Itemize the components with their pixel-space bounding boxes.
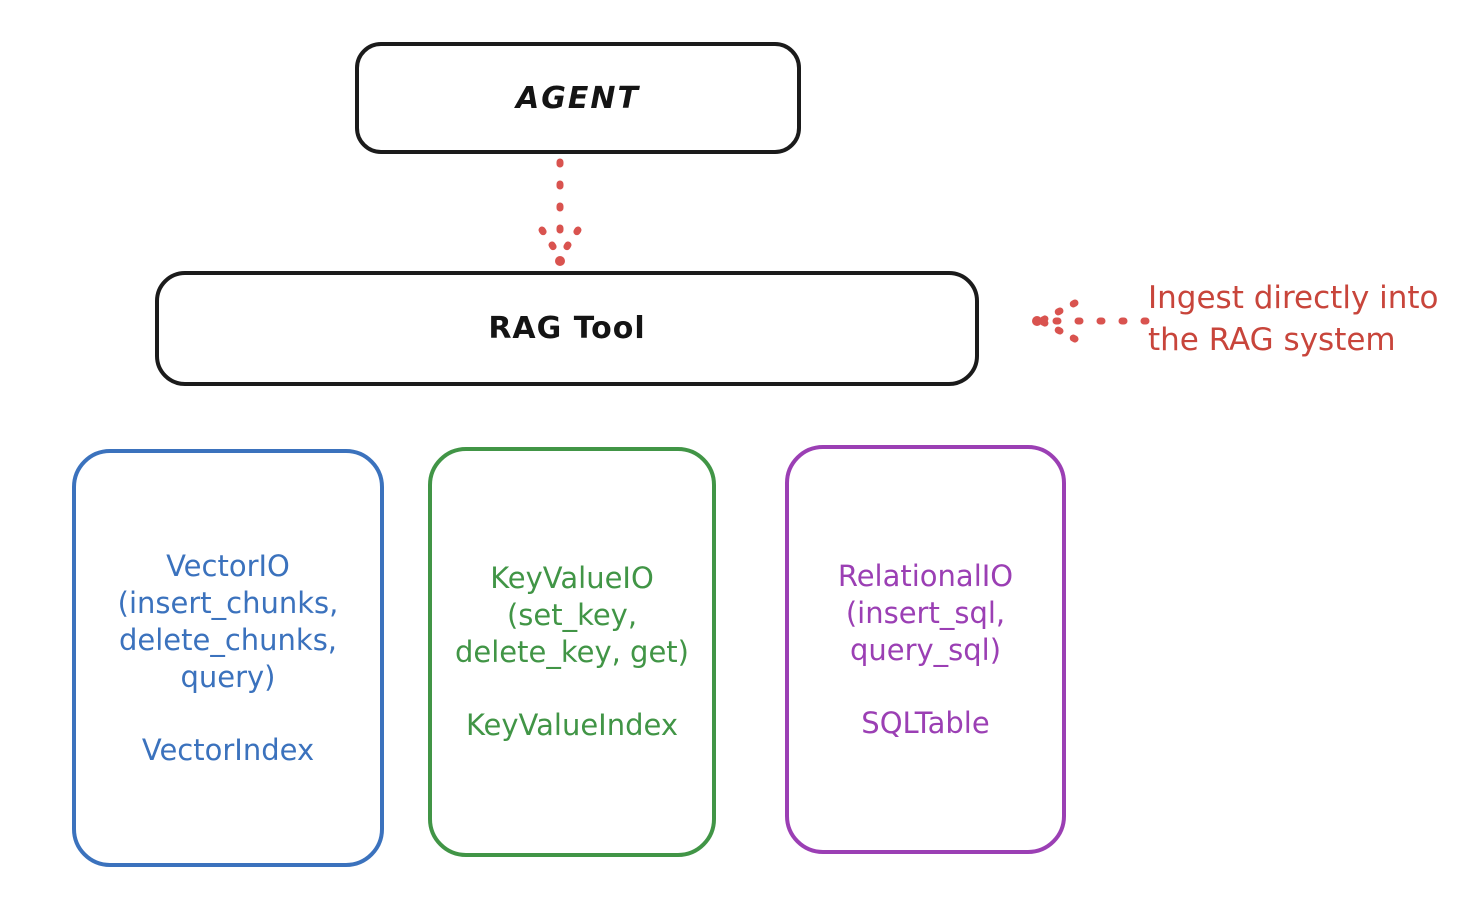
key-value-index-label: KeyValueIndex [465,708,679,742]
agent-to-rag-arrow [538,158,582,266]
key-value-io-api-label: KeyValueIO (set_key, delete_key, get) [455,561,689,669]
sql-table-label: SQLTable [861,705,990,740]
relational-io-api-label: RelationalIO (insert_sql, query_sql) [837,558,1014,667]
rag-tool-node[interactable]: RAG Tool [155,271,979,386]
vector-io-node[interactable]: VectorIO (insert_chunks, delete_chunks, … [72,449,384,867]
agent-node[interactable]: AGENT [355,42,801,154]
agent-node-label: AGENT [516,80,640,116]
vector-io-api-label: VectorIO (insert_chunks, delete_chunks, … [117,548,339,694]
key-value-io-node[interactable]: KeyValueIO (set_key, delete_key, get) Ke… [428,447,716,857]
rag-tool-node-label: RAG Tool [488,311,646,346]
vector-index-label: VectorIndex [141,732,315,767]
ingest-to-rag-arrow [1032,299,1150,343]
relational-io-node[interactable]: RelationalIO (insert_sql, query_sql) SQL… [785,445,1066,854]
ingest-annotation-text: Ingest directly into the RAG system [1148,280,1439,358]
